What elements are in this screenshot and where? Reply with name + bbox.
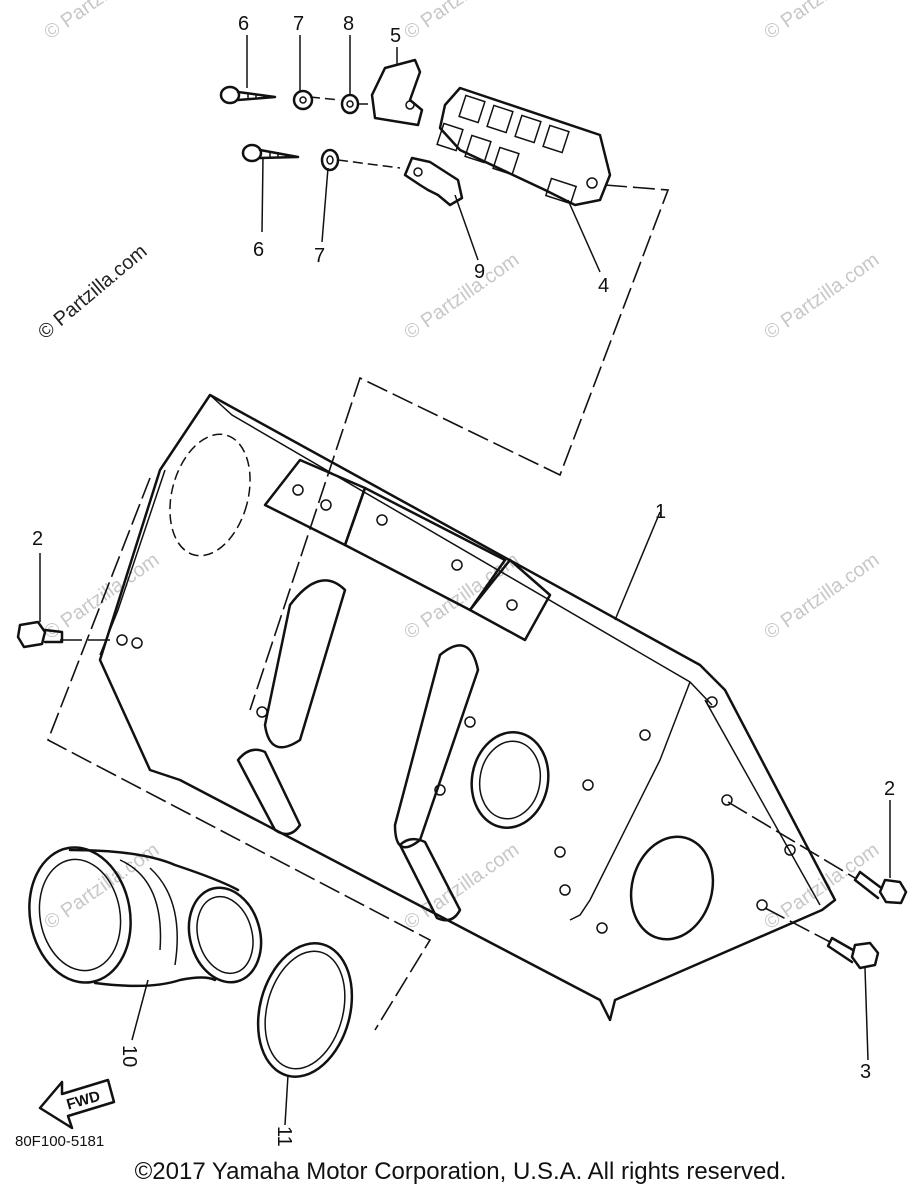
callout-9: 9: [474, 261, 485, 283]
part-7-washer-upper: [292, 89, 314, 111]
callout-labels: 6 7 8 5 6 7 9 4 1 2 2 3 10 11: [32, 13, 895, 1147]
callout-3: 3: [860, 1061, 871, 1083]
part-2-bolt-left: [16, 620, 64, 649]
watermark: © Partzilla.com: [760, 249, 883, 344]
part-9-clamp: [403, 156, 464, 207]
watermark: © Partzilla.com: [400, 0, 523, 44]
part-6-screw-upper: [219, 85, 277, 105]
part-10-intake-joint: [28, 846, 263, 988]
callout-7: 7: [314, 245, 325, 267]
part-1-plate: [98, 393, 837, 1022]
part-5-bracket: [370, 58, 424, 127]
watermark: © Partzilla.com: [40, 549, 163, 644]
diagram-code: 80F100-5181: [15, 1133, 104, 1150]
callout-8: 8: [343, 13, 354, 35]
callout-7: 7: [293, 13, 304, 35]
watermark: © Partzilla.com: [40, 0, 163, 44]
watermark: © Partzilla.com: [400, 839, 523, 934]
watermark: © Partzilla.com: [400, 249, 523, 344]
callout-10: 10: [118, 1045, 140, 1067]
callout-5: 5: [390, 25, 401, 47]
callout-4: 4: [598, 275, 609, 297]
part-6-screw-lower: [241, 143, 300, 163]
callout-6: 6: [253, 239, 264, 261]
callout-2: 2: [32, 528, 43, 550]
callout-6: 6: [238, 13, 249, 35]
part-7-washer-lower: [320, 148, 340, 172]
watermark: © Partzilla.com: [34, 240, 151, 343]
part-4-assembly: [436, 86, 612, 207]
fwd-arrow-icon: FWD: [38, 1078, 116, 1130]
watermark: © Partzilla.com: [760, 0, 883, 44]
assembly-lines: [39, 35, 891, 1126]
watermark: © Partzilla.com: [760, 549, 883, 644]
callout-2: 2: [884, 778, 895, 800]
part-8-nut: [340, 93, 360, 115]
callout-11: 11: [273, 1126, 295, 1147]
callout-1: 1: [655, 501, 666, 523]
part-2-bolt-right: [853, 870, 908, 905]
part-11-gasket: [256, 942, 354, 1078]
part-3-bolt: [826, 936, 880, 970]
watermark: © Partzilla.com: [40, 839, 163, 934]
copyright-notice: ©2017 Yamaha Motor Corporation, U.S.A. A…: [134, 1158, 787, 1185]
